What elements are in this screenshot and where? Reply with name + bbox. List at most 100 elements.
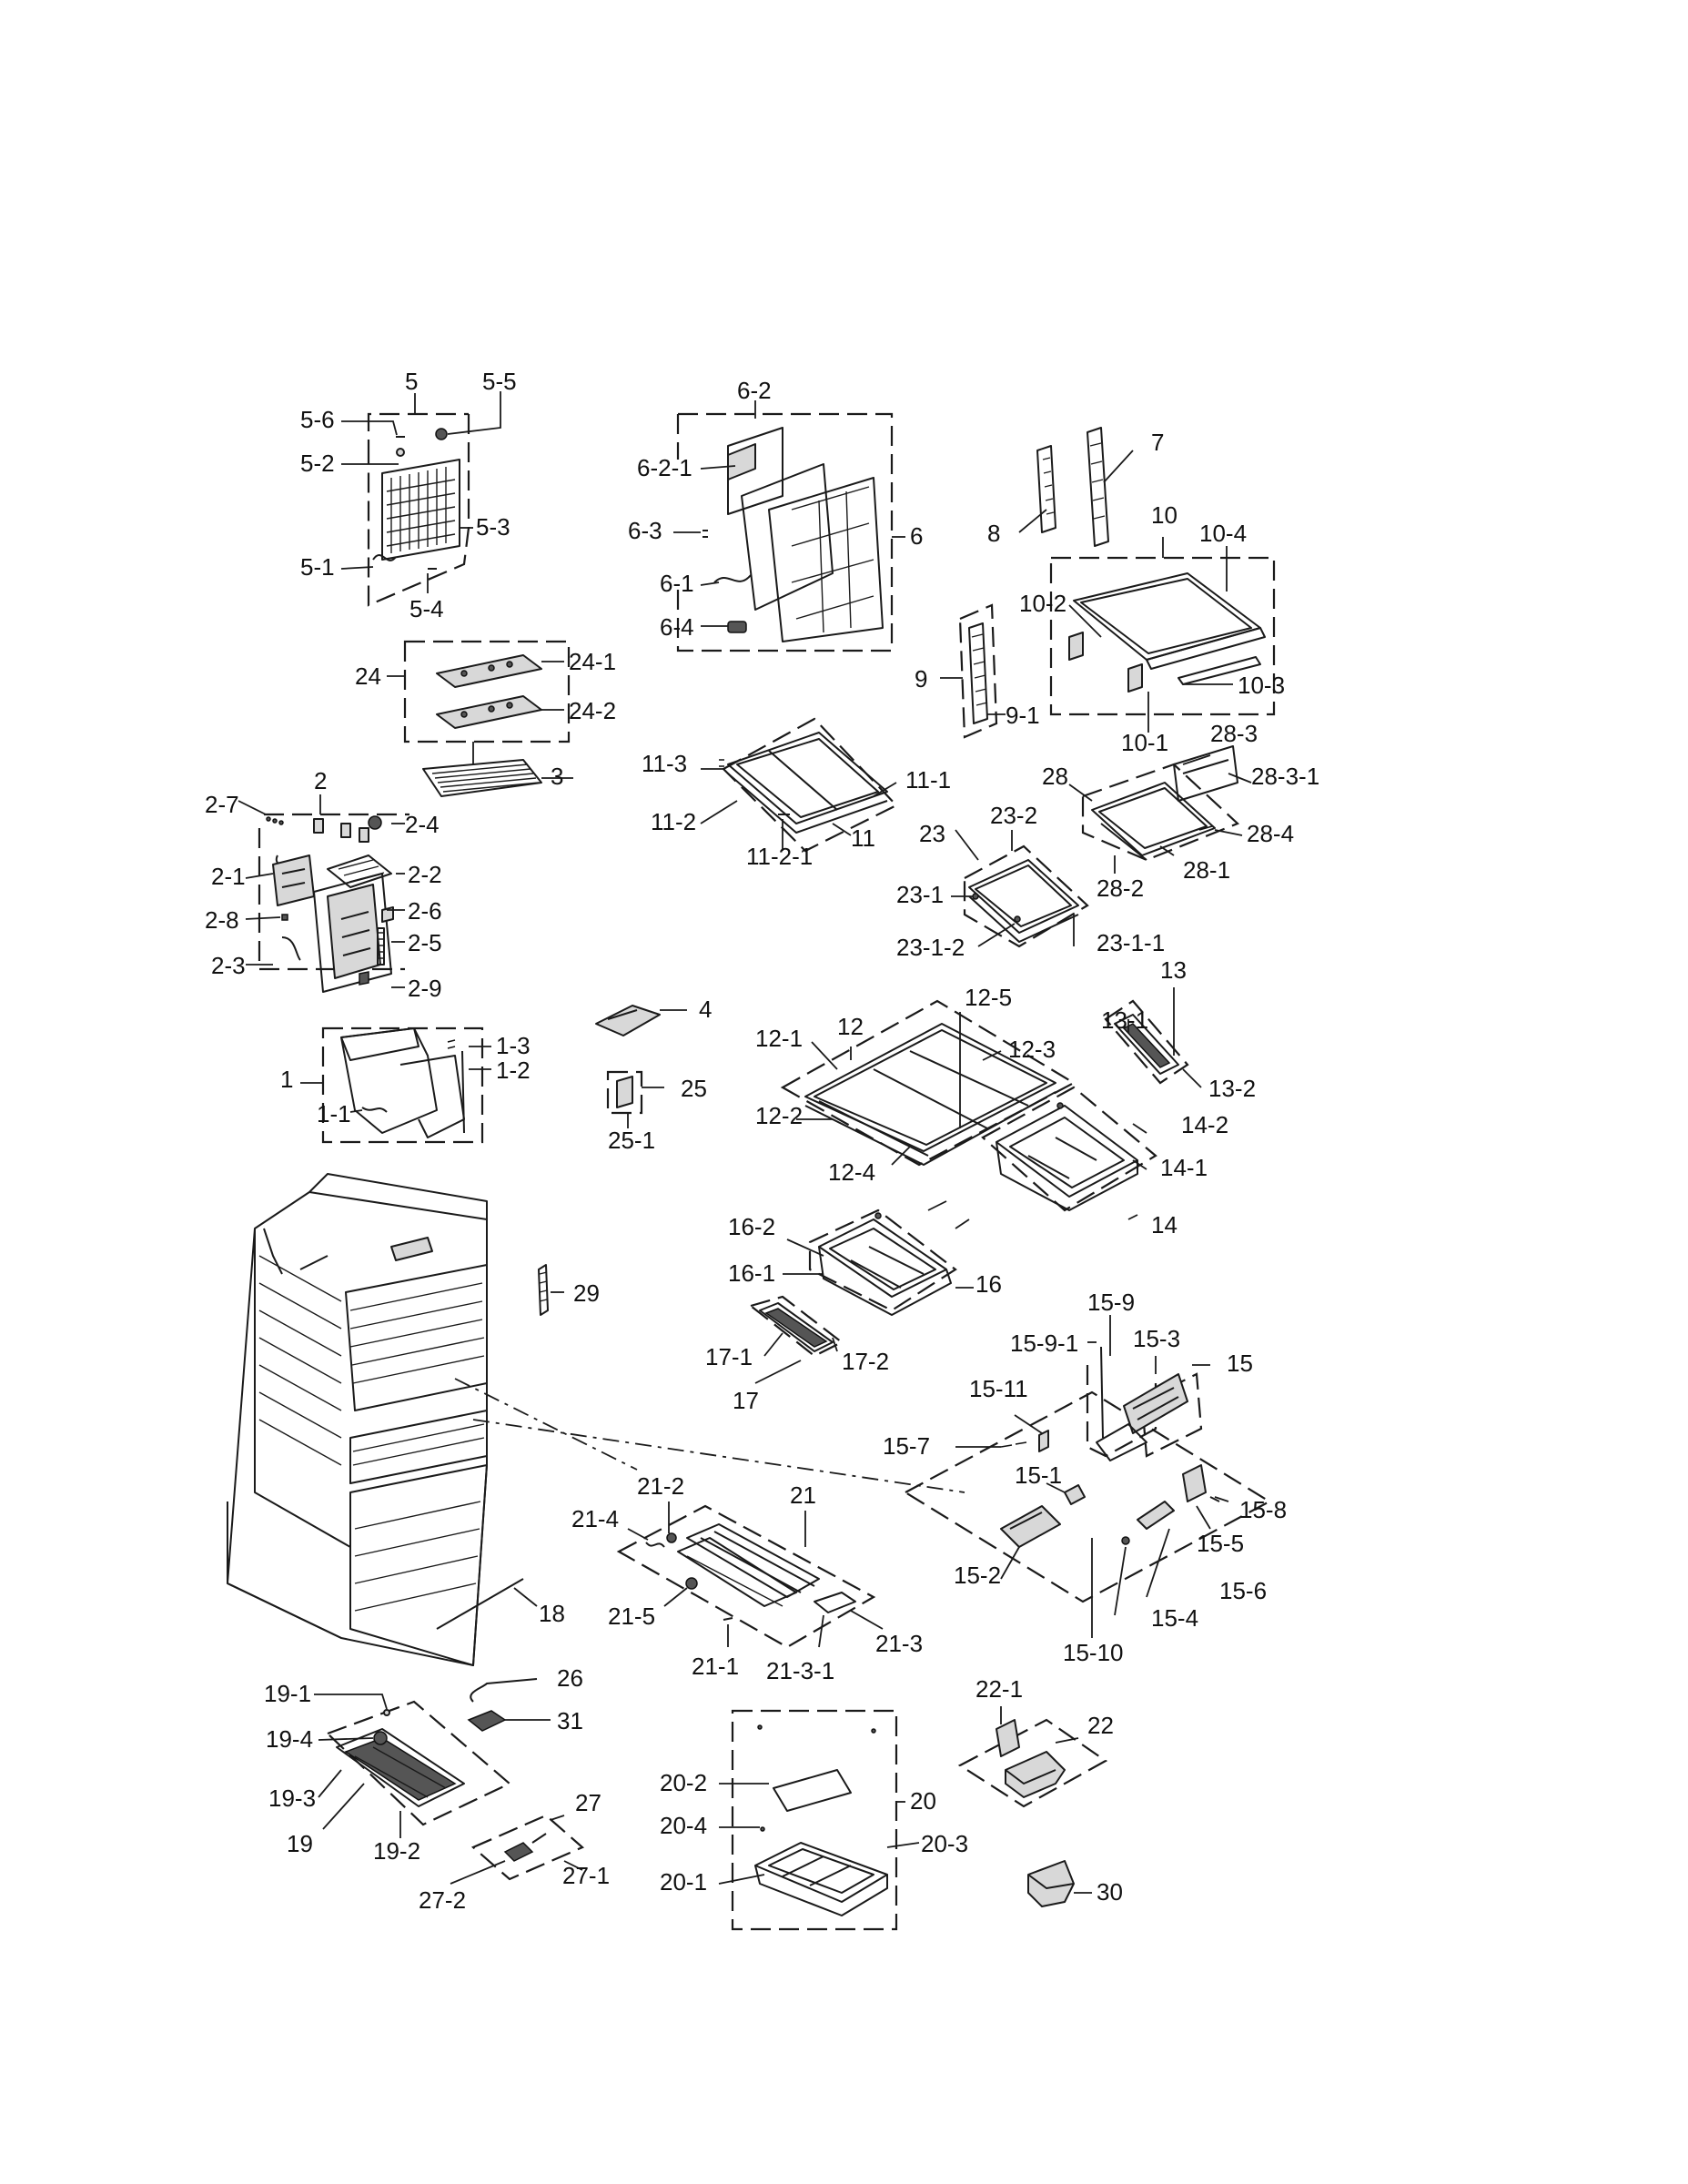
label-17-1: 17-1 bbox=[705, 1343, 753, 1370]
label-20-3: 20-3 bbox=[921, 1830, 968, 1857]
label-1-1: 1-1 bbox=[317, 1100, 351, 1127]
part-1-1-icon bbox=[361, 1107, 388, 1113]
part-22-tray bbox=[1005, 1751, 1066, 1798]
label-24-2: 24-2 bbox=[569, 697, 616, 724]
part-12-shelf bbox=[804, 1023, 1056, 1166]
part-1-bucket bbox=[340, 1027, 465, 1138]
part-11-shelf bbox=[727, 732, 888, 834]
label-28: 28 bbox=[1042, 763, 1068, 790]
label-12-3: 12-3 bbox=[1008, 1036, 1056, 1063]
label-2-2: 2-2 bbox=[408, 861, 442, 888]
label-25-1: 25-1 bbox=[608, 1127, 655, 1154]
group-14 bbox=[981, 1086, 1157, 1220]
part-21-rails bbox=[677, 1523, 820, 1607]
label-21: 21 bbox=[790, 1481, 816, 1509]
part-14-2-icon bbox=[1056, 1102, 1064, 1109]
label-10: 10 bbox=[1151, 501, 1178, 529]
group-27 bbox=[450, 1814, 585, 1885]
label-6-1: 6-1 bbox=[660, 570, 694, 597]
part-15-11-icon bbox=[1038, 1430, 1049, 1452]
group-17 bbox=[748, 1295, 844, 1384]
part-6-4-icon bbox=[727, 621, 747, 633]
part-19-cover bbox=[336, 1728, 465, 1807]
label-10-1: 10-1 bbox=[1121, 729, 1168, 756]
label-28-3: 28-3 bbox=[1210, 720, 1258, 747]
label-5: 5 bbox=[405, 368, 418, 395]
label-13-1: 13-1 bbox=[1101, 1006, 1148, 1034]
label-21-4: 21-4 bbox=[571, 1505, 619, 1532]
label-11-3: 11-3 bbox=[642, 750, 687, 777]
label-23-1-1: 23-1-1 bbox=[1097, 929, 1165, 956]
label-15-3: 15-3 bbox=[1133, 1325, 1180, 1352]
part-18 bbox=[436, 1578, 538, 1630]
label-2-8: 2-8 bbox=[205, 906, 239, 934]
label-29: 29 bbox=[573, 1279, 600, 1307]
label-15-5: 15-5 bbox=[1197, 1530, 1244, 1557]
group-23 bbox=[951, 829, 1089, 948]
part-23-shelf bbox=[968, 859, 1079, 943]
part-19-1-icon bbox=[383, 1709, 390, 1716]
label-27: 27 bbox=[575, 1789, 601, 1816]
label-10-4: 10-4 bbox=[1199, 520, 1247, 547]
label-23-1: 23-1 bbox=[896, 881, 944, 908]
label-21-2: 21-2 bbox=[637, 1472, 684, 1500]
label-15-10: 15-10 bbox=[1063, 1639, 1124, 1666]
label-26: 26 bbox=[557, 1664, 583, 1692]
group-2 bbox=[238, 794, 409, 993]
label-2-3: 2-3 bbox=[211, 952, 246, 979]
label-15-11: 15-11 bbox=[969, 1375, 1028, 1402]
part-9-1-rail bbox=[968, 622, 988, 724]
label-6-3: 6-3 bbox=[628, 517, 662, 544]
label-12-1: 12-1 bbox=[755, 1025, 803, 1052]
label-2-6: 2-6 bbox=[408, 897, 442, 925]
label-28-1: 28-1 bbox=[1183, 856, 1230, 884]
part-7-strip bbox=[1087, 427, 1109, 547]
part-1-2-strip bbox=[461, 1050, 465, 1134]
part-15-1-icon bbox=[1064, 1484, 1086, 1505]
part-1-3-icon bbox=[447, 1039, 456, 1049]
part-15-4-icon bbox=[1121, 1536, 1130, 1545]
part-20-4-icon bbox=[760, 1826, 765, 1832]
part-10-2-icon bbox=[1068, 632, 1084, 661]
label-5-4: 5-4 bbox=[409, 595, 444, 622]
cabinet-body bbox=[227, 1173, 965, 1666]
label-20-2: 20-2 bbox=[660, 1769, 707, 1796]
label-6-2: 6-2 bbox=[737, 377, 772, 404]
part-10-1-icon bbox=[1127, 663, 1143, 693]
label-19-2: 19-2 bbox=[373, 1837, 420, 1865]
group-19 bbox=[314, 1694, 512, 1838]
part-5-cover bbox=[381, 459, 460, 561]
part-31-icon bbox=[467, 1710, 507, 1732]
group-25 bbox=[606, 1070, 664, 1128]
part-13-trim bbox=[1114, 1014, 1179, 1075]
label-8: 8 bbox=[987, 520, 1000, 547]
part-30 bbox=[1027, 1860, 1092, 1907]
part-11-3-icon bbox=[719, 759, 724, 767]
label-28-2: 28-2 bbox=[1097, 875, 1144, 902]
label-15-7: 15-7 bbox=[883, 1432, 930, 1460]
label-15-2: 15-2 bbox=[954, 1562, 1001, 1589]
label-16-1: 16-1 bbox=[728, 1259, 775, 1287]
label-1: 1 bbox=[280, 1066, 293, 1093]
part-24-2-plate bbox=[436, 695, 542, 729]
label-13: 13 bbox=[1160, 956, 1187, 984]
label-15-8: 15-8 bbox=[1239, 1496, 1287, 1523]
part-5-1-icon bbox=[372, 554, 397, 561]
label-6: 6 bbox=[910, 522, 923, 550]
part-14-drawer bbox=[996, 1105, 1138, 1211]
group-11 bbox=[700, 717, 898, 853]
label-21-1: 21-1 bbox=[692, 1653, 739, 1680]
group-20 bbox=[718, 1709, 920, 1931]
label-20-1: 20-1 bbox=[660, 1868, 707, 1896]
part-2-9-icon bbox=[359, 971, 369, 986]
part-2-5-icon bbox=[377, 927, 385, 966]
part-2-1-motor bbox=[272, 854, 315, 906]
label-14-2: 14-2 bbox=[1181, 1111, 1228, 1138]
label-3: 3 bbox=[551, 763, 563, 790]
part-29 bbox=[538, 1264, 564, 1316]
label-2-5: 2-5 bbox=[408, 929, 442, 956]
label-27-1: 27-1 bbox=[562, 1862, 610, 1889]
label-5-1: 5-1 bbox=[300, 553, 335, 581]
label-10-2: 10-2 bbox=[1019, 590, 1066, 617]
label-11-2-1: 11-2-1 bbox=[746, 843, 813, 870]
